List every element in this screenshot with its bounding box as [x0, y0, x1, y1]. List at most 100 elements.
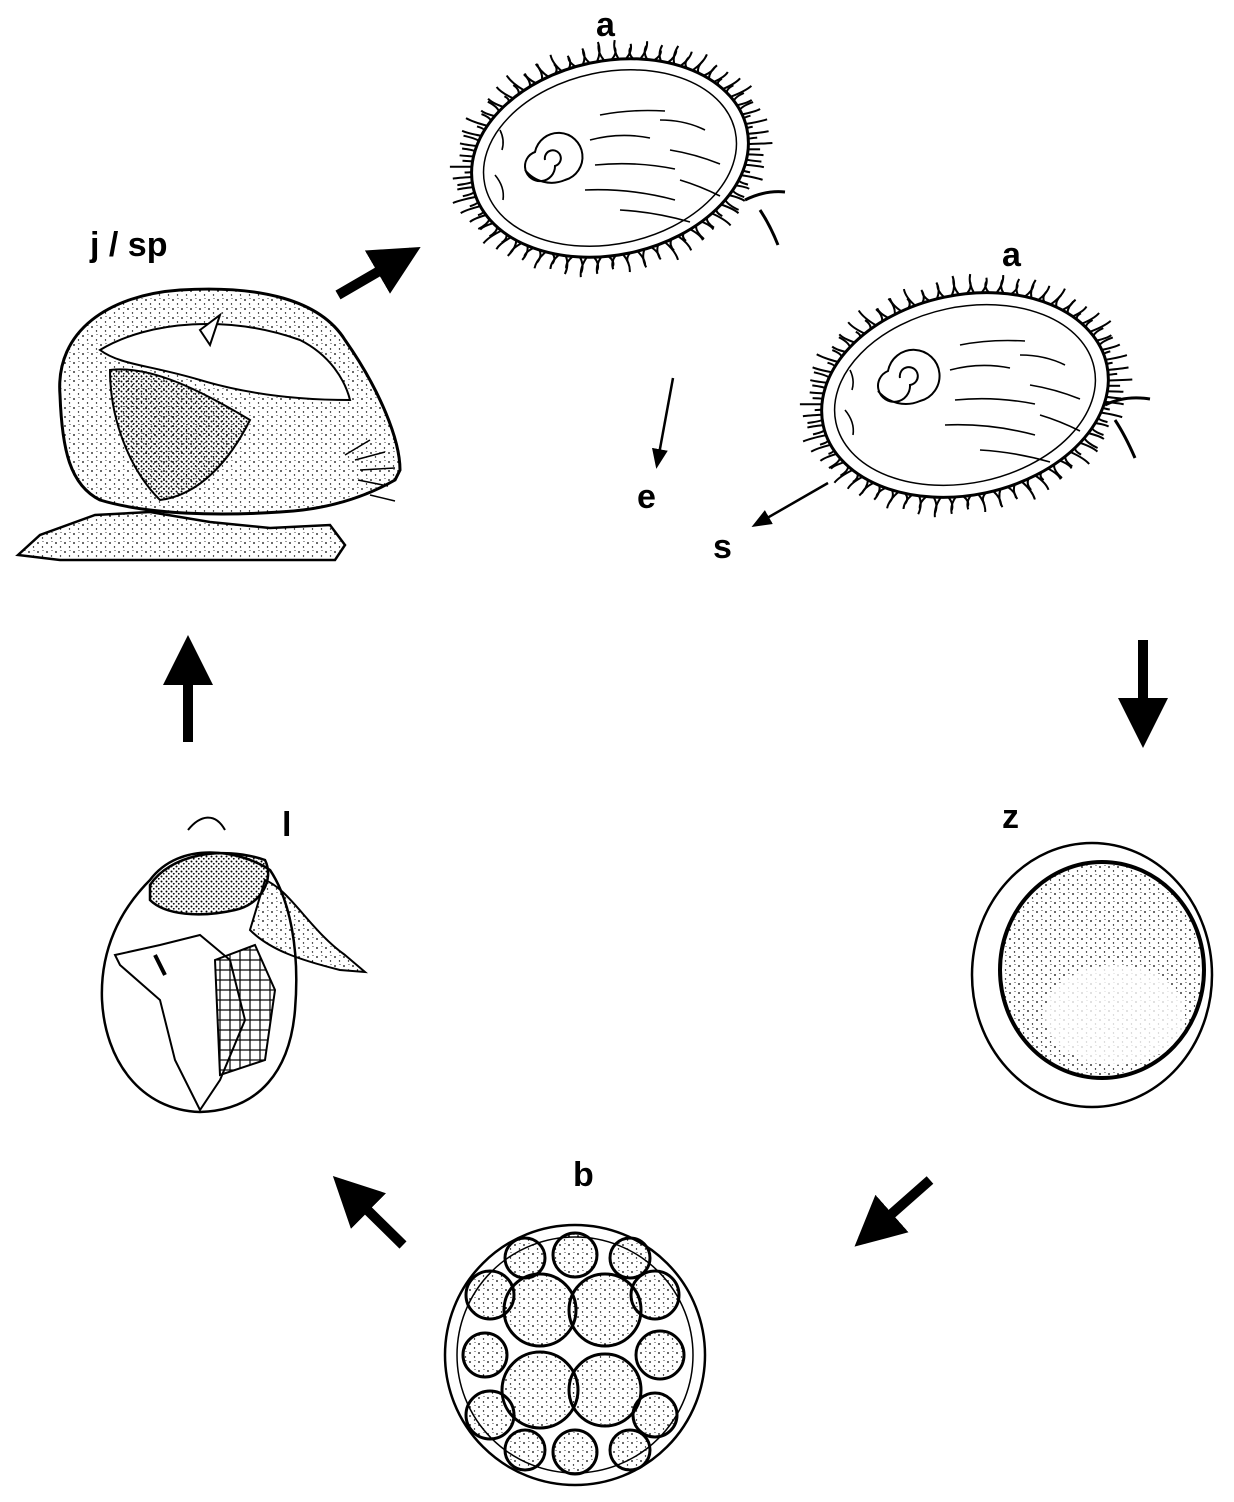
tentacle	[490, 227, 498, 236]
tentacle	[812, 385, 825, 388]
label-adult-right: a	[1002, 238, 1021, 272]
tentacle	[457, 187, 473, 190]
blastomere-cell	[569, 1274, 641, 1346]
tentacle	[748, 154, 764, 155]
tentacle	[748, 131, 769, 134]
label-larva: l	[282, 808, 291, 842]
tentacle	[461, 206, 481, 213]
tentacle	[1068, 300, 1076, 313]
tentacle	[453, 177, 472, 179]
tentacle	[1107, 391, 1123, 392]
label-juvenile: j / sp	[90, 228, 167, 262]
blastomere-cell	[504, 1274, 576, 1346]
tentacle	[1102, 345, 1120, 350]
tentacle	[1051, 289, 1065, 305]
tentacle	[1106, 397, 1121, 399]
blastomere-cell	[553, 1430, 597, 1474]
arrow-blastula-to-larva	[340, 1183, 403, 1245]
tentacle	[813, 398, 823, 399]
tentacle	[742, 109, 760, 114]
tentacle	[813, 367, 832, 372]
tentacle	[460, 155, 474, 156]
tentacle	[820, 454, 836, 461]
abalone-adult-top	[450, 34, 785, 282]
arrow-zygote-to-blastula	[862, 1180, 930, 1240]
tentacle	[748, 143, 772, 144]
tentacle	[609, 256, 614, 266]
tentacle	[496, 237, 511, 249]
label-sperm: s	[713, 530, 732, 564]
label-egg: e	[637, 480, 656, 514]
blastomere-cell	[610, 1238, 650, 1278]
abalone-adult-right	[800, 267, 1150, 523]
arrow-egg-release	[657, 378, 673, 465]
tentacle	[460, 143, 477, 146]
blastomere-cell	[463, 1333, 507, 1377]
blastomere-cell	[505, 1430, 545, 1470]
blastomere-cell	[610, 1430, 650, 1470]
tentacle	[934, 497, 937, 513]
tentacle	[745, 165, 764, 167]
tentacle	[953, 279, 959, 295]
tentacle	[453, 197, 476, 203]
blastula	[445, 1225, 705, 1485]
blastomere-cell	[631, 1271, 679, 1319]
tentacle	[470, 215, 486, 222]
tentacle	[464, 136, 479, 141]
tentacle	[746, 119, 767, 124]
tentacle	[739, 180, 748, 184]
tentacle	[890, 490, 893, 503]
tentacle	[803, 435, 826, 441]
tentacle	[808, 420, 823, 423]
tentacle	[1031, 280, 1036, 298]
tentacle	[709, 65, 717, 78]
blastomere-cell	[466, 1271, 514, 1319]
tentacle	[736, 185, 749, 189]
tentacle	[741, 175, 762, 180]
tentacle	[507, 76, 524, 91]
tentacle	[1056, 295, 1061, 307]
veliger-larva	[102, 818, 365, 1112]
tentacle	[963, 496, 968, 506]
tentacle	[1101, 413, 1122, 418]
label-blastula: b	[573, 1158, 594, 1192]
blastomere-cell	[636, 1331, 684, 1379]
arrow-sperm-release	[755, 483, 828, 525]
tentacle	[623, 254, 630, 272]
blastomere-cell	[633, 1393, 677, 1437]
tentacle	[874, 486, 879, 500]
blastomere-cell	[505, 1238, 545, 1278]
blastomere-cell	[569, 1354, 641, 1426]
tentacle	[1106, 355, 1127, 360]
juvenile-spat	[18, 289, 400, 560]
blastomere-cell	[553, 1233, 597, 1277]
tentacle	[457, 182, 472, 185]
tentacle	[1095, 423, 1108, 427]
tentacle	[747, 160, 762, 162]
tentacle	[522, 246, 527, 260]
tentacle	[803, 415, 822, 417]
tentacle	[483, 231, 501, 244]
tentacle	[834, 470, 852, 483]
tentacle	[814, 372, 829, 377]
tentacle	[859, 480, 868, 496]
tentacle	[807, 425, 823, 428]
tentacle	[890, 298, 902, 311]
blastomere-cell	[466, 1391, 514, 1439]
tentacle	[698, 61, 703, 73]
tentacle	[508, 240, 517, 256]
tentacle	[1108, 367, 1129, 370]
zygote	[972, 843, 1212, 1107]
tentacle	[810, 392, 824, 393]
tentacle	[466, 118, 487, 126]
tentacle	[462, 149, 475, 152]
tentacle	[811, 445, 831, 452]
tentacle	[848, 477, 863, 489]
tentacle	[1108, 380, 1132, 381]
arrow-juvenile-to-adult	[338, 252, 412, 295]
tentacle	[813, 430, 825, 434]
tentacle	[537, 250, 540, 262]
tentacle	[693, 54, 707, 70]
